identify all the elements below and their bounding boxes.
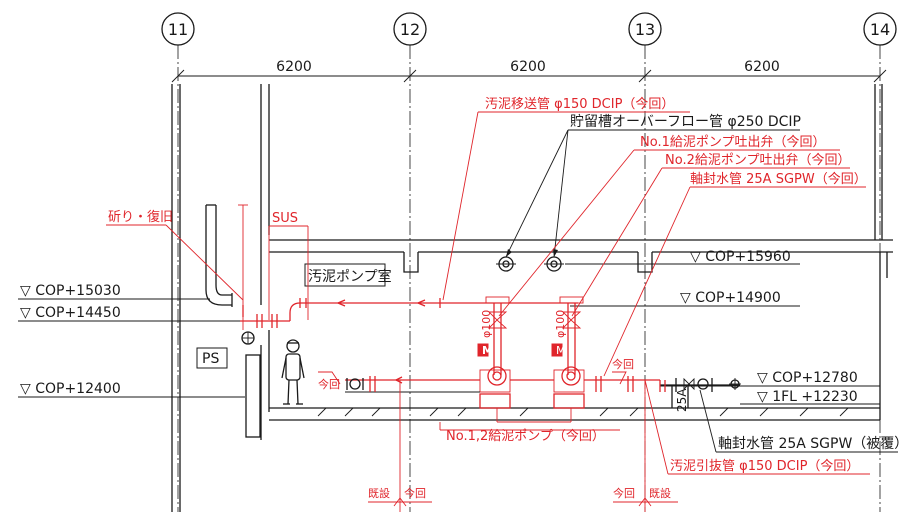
dim-span-12-13: 6200: [510, 59, 546, 75]
label-kisetsu-right: 既設: [649, 486, 671, 500]
label-seal-water-top: 軸封水管 25A SGPW（今回）: [690, 171, 867, 187]
black-leaders: [699, 389, 898, 453]
label-cut-restore: 斫り・復旧: [108, 209, 173, 225]
seal-25a-label: 25A: [675, 388, 689, 412]
suction-pipe: [318, 371, 660, 393]
label-pumps: No.1,2給泥ポンプ（今回）: [446, 428, 605, 444]
worker-figure: [281, 339, 305, 405]
room-label: 汚泥ポンプ室: [308, 268, 392, 285]
label-valve-no1: No.1給泥ポンプ吐出弁（今回）: [640, 134, 825, 150]
ps-label: PS: [202, 351, 219, 367]
room-label-box: [304, 263, 386, 287]
dim-span-13-14: 6200: [744, 59, 780, 75]
red-leaders: [106, 111, 870, 512]
level-cop-15030: ▽ COP+15030: [20, 283, 121, 299]
grid-label-14: 14: [870, 20, 890, 39]
grid-bubble-13: 13: [628, 12, 662, 46]
grid-label-11: 11: [168, 20, 188, 39]
grid-label-12: 12: [400, 20, 420, 39]
label-sus: SUS: [272, 211, 298, 226]
structure: [171, 84, 893, 512]
pipe-dia-label-2: φ100: [554, 310, 567, 338]
pump-2-assembly: [551, 296, 585, 409]
level-1fl-12230: ▽ 1FL +12230: [757, 389, 858, 405]
level-cop-15960: ▽ COP+15960: [690, 249, 791, 265]
label-kisetsu-left: 既設: [368, 486, 390, 500]
grid-bubble-11: 11: [161, 12, 195, 46]
grid-bubble-14: 14: [863, 12, 897, 46]
label-drawout-pipe: 汚泥引抜管 φ150 DCIP（今回）: [670, 458, 859, 474]
level-cop-14450: ▽ COP+14450: [20, 305, 121, 321]
level-lines: [18, 263, 880, 405]
level-cop-12780: ▽ COP+12780: [757, 370, 858, 386]
label-valve-no2: No.2給泥ポンプ吐出弁（今回）: [665, 152, 850, 168]
ps-label-box: [196, 347, 228, 369]
pump-1-assembly: [477, 296, 511, 409]
level-cop-14900: ▽ COP+14900: [680, 290, 781, 306]
existing-vertical-pipe: [205, 204, 255, 345]
overflow-pipe-symbols: [496, 129, 800, 272]
konkai-label-right: 今回: [612, 357, 634, 371]
seal-water-pipe: [659, 377, 741, 408]
label-sludge-transfer-pipe: 汚泥移送管 φ150 DCIP（今回）: [485, 96, 674, 112]
motor-1-label: M: [482, 344, 493, 357]
motor-2-label: M: [556, 344, 566, 357]
label-konkai-bottom-left: 今回: [404, 486, 426, 500]
pipe-dia-label-1: φ100: [480, 310, 493, 338]
label-overflow-pipe: 貯留槽オーバーフロー管 φ250 DCIP: [570, 114, 801, 130]
dim-span-11-12: 6200: [276, 59, 312, 75]
label-konkai-bottom-right: 今回: [613, 486, 635, 500]
grid-label-13: 13: [635, 20, 655, 39]
sludge-transfer-pipe: [238, 204, 578, 330]
level-cop-12400: ▽ COP+12400: [20, 381, 121, 397]
konkai-label-left: 今回: [318, 377, 340, 391]
grid-bubble-12: 12: [393, 12, 427, 46]
dimension-line: 6200 6200 6200: [171, 59, 887, 83]
label-seal-water-bottom: 軸封水管 25A SGPW（被覆）: [718, 436, 908, 452]
